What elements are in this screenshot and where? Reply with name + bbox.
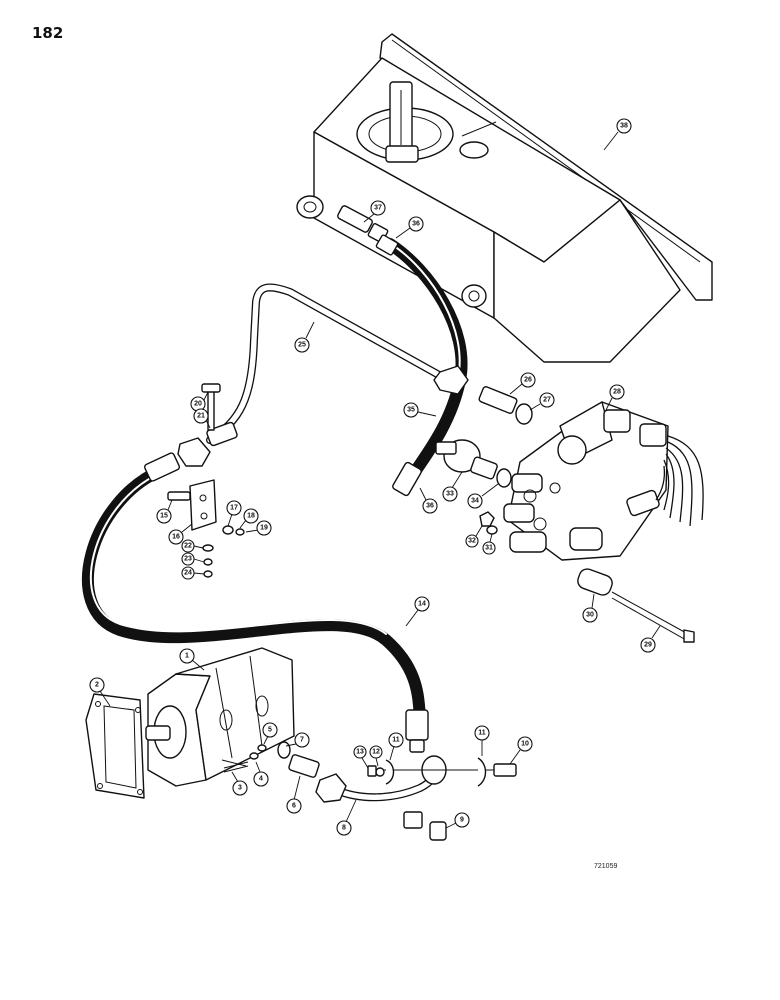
svg-text:27: 27 (543, 397, 551, 404)
callout-36-upper: 36 (395, 216, 424, 239)
svg-text:34: 34 (471, 498, 479, 505)
svg-text:17: 17 (230, 505, 238, 512)
callout-19: 19 (245, 520, 272, 536)
svg-text:30: 30 (586, 612, 594, 619)
svg-text:29: 29 (644, 642, 652, 649)
svg-text:32: 32 (468, 538, 476, 545)
valve-inlet-fitting (478, 386, 533, 425)
callout-30: 30 (582, 593, 598, 623)
callout-1: 1 (179, 648, 205, 671)
svg-text:3: 3 (238, 785, 242, 792)
svg-text:9: 9 (460, 817, 464, 824)
svg-text:37: 37 (374, 205, 382, 212)
callout-13: 13 (353, 745, 369, 769)
svg-text:18: 18 (247, 513, 255, 520)
svg-text:14: 14 (418, 601, 426, 608)
svg-text:23: 23 (184, 556, 192, 563)
svg-text:2: 2 (95, 682, 99, 689)
callout-14: 14 (405, 596, 430, 627)
svg-text:7: 7 (300, 737, 304, 744)
callout-20: 20 (190, 391, 209, 412)
svg-text:20: 20 (194, 401, 202, 408)
page-number: 182 (32, 24, 63, 42)
valve-elbow-fitting (435, 439, 512, 488)
svg-text:24: 24 (184, 570, 192, 577)
callout-10: 10 (509, 736, 533, 765)
control-valve (503, 401, 704, 561)
callout-36-lower: 36 (419, 487, 438, 514)
steel-tube (177, 283, 469, 467)
callout-7: 7 (285, 732, 310, 748)
callout-25: 25 (294, 321, 315, 353)
svg-text:36: 36 (412, 221, 420, 228)
callout-11-left: 11 (388, 732, 404, 761)
hydraulic-tank (296, 33, 713, 363)
valve-nut-washer (479, 511, 498, 535)
callout-23: 23 (181, 552, 205, 566)
clamp-assembly (367, 757, 517, 787)
callout-17: 17 (226, 500, 242, 527)
callout-6: 6 (286, 775, 302, 814)
svg-text:35: 35 (407, 407, 415, 414)
callout-37: 37 (363, 200, 386, 223)
svg-text:25: 25 (298, 342, 306, 349)
svg-text:6: 6 (292, 803, 296, 810)
callout-5: 5 (262, 722, 278, 745)
svg-text:13: 13 (356, 749, 364, 756)
callout-34: 34 (467, 483, 499, 509)
hose-end-fitting (375, 234, 422, 497)
svg-text:38: 38 (620, 123, 628, 130)
svg-text:5: 5 (268, 727, 272, 734)
svg-text:16: 16 (172, 534, 180, 541)
svg-text:1: 1 (185, 653, 189, 660)
pressure-hose (81, 464, 426, 722)
callout-31: 31 (482, 533, 496, 555)
callout-16: 16 (168, 523, 193, 545)
svg-text:10: 10 (521, 741, 529, 748)
svg-text:31: 31 (485, 545, 493, 552)
callout-4: 4 (253, 761, 269, 787)
svg-text:28: 28 (613, 389, 621, 396)
callout-24: 24 (181, 566, 205, 580)
callout-27: 27 (529, 392, 555, 411)
pressure-hose-fittings (143, 452, 429, 753)
callout-8: 8 (336, 799, 357, 836)
callout-35: 35 (403, 402, 437, 418)
pump-outlet-fittings (249, 741, 320, 778)
callout-18: 18 (239, 508, 259, 529)
callout-33: 33 (442, 471, 463, 502)
callout-9: 9 (445, 812, 470, 829)
svg-text:36: 36 (426, 503, 434, 510)
callout-32: 32 (465, 525, 483, 548)
callout-22: 22 (181, 539, 204, 553)
svg-text:12: 12 (372, 749, 380, 756)
callout-2: 2 (89, 677, 111, 707)
callout-29: 29 (640, 625, 661, 653)
callout-12: 12 (369, 745, 383, 767)
svg-text:8: 8 (342, 825, 346, 832)
svg-text:26: 26 (524, 377, 532, 384)
callout-21: 21 (193, 408, 211, 429)
hydraulic-pump (85, 647, 295, 799)
svg-text:19: 19 (260, 525, 268, 532)
svg-text:4: 4 (259, 776, 263, 783)
svg-text:11: 11 (392, 737, 400, 744)
callout-38: 38 (603, 118, 632, 151)
callout-15: 15 (156, 499, 173, 524)
svg-text:22: 22 (184, 543, 192, 550)
callout-28: 28 (605, 384, 625, 411)
svg-text:21: 21 (197, 413, 205, 420)
valve-spacer-and-rod (577, 568, 695, 643)
callout-26: 26 (509, 372, 536, 395)
pin (223, 761, 249, 773)
svg-text:11: 11 (478, 730, 486, 737)
svg-text:33: 33 (446, 491, 454, 498)
figure-id: 721059 (594, 863, 617, 870)
callout-3: 3 (231, 771, 248, 796)
svg-text:15: 15 (160, 513, 168, 520)
callout-11-right: 11 (474, 725, 490, 756)
